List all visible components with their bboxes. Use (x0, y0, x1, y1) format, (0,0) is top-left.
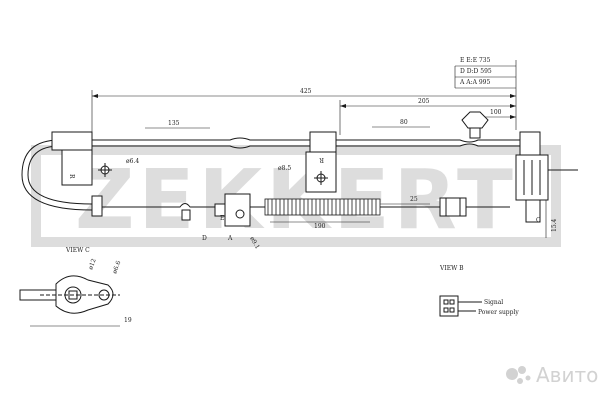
grommet-bracket (214, 193, 251, 227)
dim-8-5: ø8.5 (278, 165, 291, 172)
dim-19: 19 (124, 317, 132, 324)
c-marker: C (536, 217, 541, 224)
avito-watermark: Авито (506, 363, 598, 387)
connector-clip (439, 197, 467, 217)
section-e-label: E E:E 735 (460, 57, 491, 64)
dim-25: 25 (410, 196, 418, 203)
view-c-part (19, 275, 120, 314)
left-bracket (51, 131, 112, 186)
sensor-head (515, 131, 578, 223)
top-clip (461, 111, 489, 139)
dim-135: 135 (168, 120, 180, 127)
corrugated-sleeve (264, 198, 381, 216)
dim-12: ø12 (87, 258, 97, 271)
dimension-arrows (92, 94, 516, 119)
a-marker: A (227, 235, 233, 242)
middle-bracket (305, 131, 337, 193)
section-a-label: A A:A 995 (459, 79, 490, 86)
section-lines (454, 60, 517, 130)
dim-190: 190 (314, 223, 326, 230)
r-mid-marker: R (319, 156, 324, 163)
section-d-label: D D:D 595 (460, 68, 492, 75)
signal-label: Signal (484, 299, 503, 306)
dim-6-4: ø6.4 (126, 158, 139, 165)
dim-15-4: 15.4 (551, 218, 558, 232)
view-b-label: VIEW B (439, 265, 464, 272)
dim-80: 80 (400, 119, 408, 126)
r-left-marker: R (68, 174, 75, 179)
dim-425: 425 (300, 88, 312, 95)
view-c-label: VIEW C (65, 247, 90, 254)
dim-100: 100 (490, 109, 502, 116)
d-marker: D (202, 235, 207, 242)
e-marker: E (220, 215, 224, 222)
lower-left-clip (91, 195, 191, 221)
cable (21, 137, 520, 211)
avito-text: Авито (536, 363, 598, 387)
dim-205: 205 (418, 98, 430, 105)
view-b-connector (439, 295, 482, 317)
power-supply-label: Power supply (478, 309, 519, 316)
dim-6-6: ø6.6 (111, 260, 122, 275)
